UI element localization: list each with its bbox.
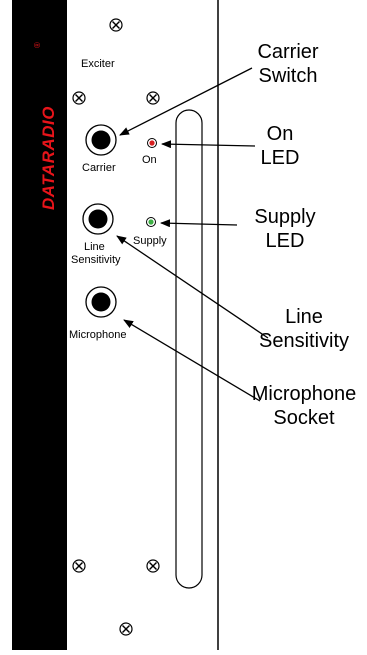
microphone-label: Microphone bbox=[69, 329, 126, 341]
microphone-socket-callout-line1: Microphone bbox=[252, 383, 357, 405]
screw-icon bbox=[119, 622, 133, 636]
microphone-socket-callout-line2: Socket bbox=[273, 407, 335, 429]
sensitivity-label: Sensitivity bbox=[71, 254, 121, 266]
on-led bbox=[147, 138, 157, 148]
carrier-switch[interactable] bbox=[85, 124, 117, 156]
side-strip bbox=[12, 0, 67, 650]
line-sensitivity-arrow bbox=[116, 235, 269, 339]
on-led-label: On bbox=[142, 154, 157, 166]
screw-icon bbox=[72, 91, 86, 105]
vertical-slot bbox=[175, 109, 203, 589]
on-led-callout-line2: LED bbox=[261, 147, 300, 169]
line-label: Line bbox=[84, 241, 105, 253]
microphone-socket[interactable] bbox=[85, 286, 117, 318]
brand-logo: DATARADIO bbox=[39, 106, 58, 210]
screw-icon bbox=[146, 559, 160, 573]
supply-led bbox=[146, 217, 156, 227]
line-sensitivity-callout-line1: Line bbox=[285, 306, 323, 328]
screw-icon bbox=[72, 559, 86, 573]
supply-led-label: Supply bbox=[133, 235, 167, 247]
line-sensitivity-knob[interactable] bbox=[82, 203, 114, 235]
microphone-socket-arrow bbox=[123, 319, 261, 402]
supply-led-callout-line1: Supply bbox=[254, 206, 315, 228]
carrier-switch-callout-line2: Switch bbox=[259, 65, 318, 87]
carrier-switch-arrow bbox=[119, 67, 253, 136]
line-sensitivity-callout-line2: Sensitivity bbox=[259, 330, 349, 352]
carrier-switch-callout-line1: Carrier bbox=[257, 41, 318, 63]
module-label: Exciter bbox=[81, 58, 115, 70]
screw-icon bbox=[146, 91, 160, 105]
registered-mark: ® bbox=[33, 42, 42, 48]
screw-icon bbox=[109, 18, 123, 32]
on-led-arrow bbox=[161, 140, 256, 149]
on-led-callout-line1: On bbox=[267, 123, 294, 145]
carrier-label: Carrier bbox=[82, 162, 116, 174]
supply-led-arrow bbox=[160, 219, 238, 228]
supply-led-callout-line2: LED bbox=[266, 230, 305, 252]
